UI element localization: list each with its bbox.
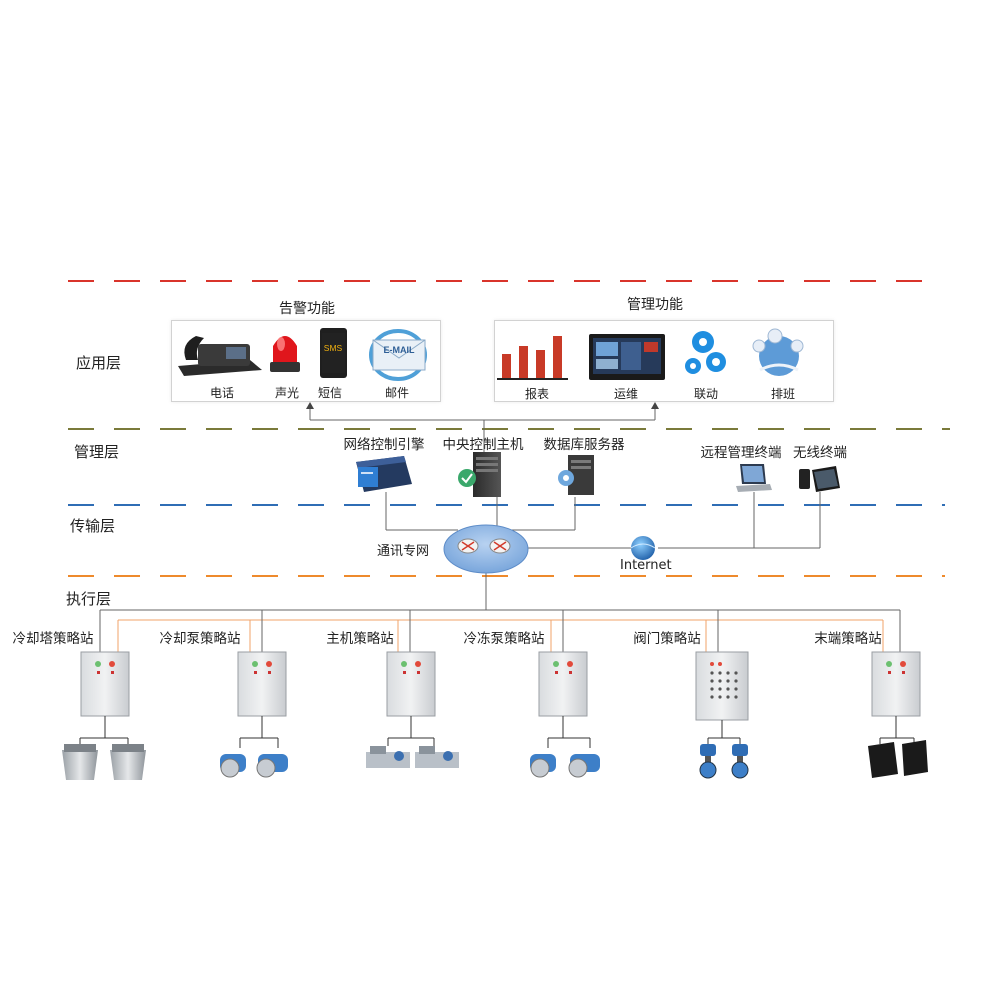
email-icon: E-MAIL (369, 329, 427, 381)
tablet-phone-icon (799, 466, 840, 492)
schedule-team-icon (752, 328, 804, 376)
db-label: 数据库服务器 (543, 437, 625, 453)
private-network-label: 通讯专网 (377, 544, 430, 559)
report-chart-icon (497, 336, 568, 380)
alarm-title: 告警功能 (279, 301, 335, 317)
cabinet-cooling-tower (80, 651, 130, 717)
arrow-up-alarm (306, 402, 314, 409)
layer-label-execution: 执行层 (66, 590, 112, 608)
station-label-chilled-pump: 冷冻泵策略站 (463, 631, 545, 647)
layer-label-management: 管理层 (74, 443, 120, 461)
sms-icon-text: SMS (324, 343, 343, 353)
linkage-gears-icon (685, 331, 726, 374)
arrow-up-management (651, 402, 659, 409)
cabinet-chiller (386, 651, 436, 717)
alarm-item-email: 邮件 (384, 386, 410, 400)
chilled-pump-icon (530, 754, 600, 778)
central-host-icon (458, 452, 501, 497)
alarm-item-sms: 短信 (317, 386, 343, 400)
chiller-unit-icon (366, 746, 459, 768)
network-engine-icon (356, 456, 412, 492)
terminal-unit-icon (868, 740, 928, 778)
cabinet-terminal (871, 651, 921, 717)
internet-label: Internet (620, 558, 672, 573)
alarm-light-icon (270, 336, 300, 372)
private-network-router-icon (443, 524, 529, 574)
valve-actuator-icon (699, 744, 749, 779)
cooling-tower-icon (62, 744, 146, 780)
email-icon-text: E-MAIL (384, 345, 415, 355)
database-server-icon (558, 455, 594, 495)
sms-icon: SMS (320, 328, 347, 378)
station-label-valve: 阀门策略站 (633, 631, 701, 647)
remote-terminal-label: 远程管理终端 (700, 445, 782, 461)
mgmt-item-report: 报表 (524, 387, 550, 401)
internet-globe-icon (630, 536, 656, 560)
cabinet-drop-lines (79, 716, 915, 748)
layer-label-application: 应用层 (76, 354, 122, 372)
alarm-item-light: 声光 (274, 386, 300, 400)
mgmt-item-linkage: 联动 (693, 387, 719, 401)
execution-bus (99, 609, 901, 652)
mgmt-item-schedule: 排班 (770, 387, 796, 401)
host-label: 中央控制主机 (442, 437, 524, 453)
mgmt-item-maintenance: 运维 (613, 387, 639, 401)
station-label-cooling-tower: 冷却塔策略站 (12, 631, 94, 647)
station-label-terminal: 末端策略站 (814, 631, 882, 647)
cabinet-cooling-pump (237, 651, 287, 717)
cabinet-chilled-pump (538, 651, 588, 717)
management-title: 管理功能 (627, 297, 683, 313)
station-label-chiller: 主机策略站 (326, 631, 394, 647)
maintenance-monitor-icon (589, 334, 665, 380)
phone-icon (178, 336, 262, 376)
station-label-cooling-pump: 冷却泵策略站 (159, 631, 241, 647)
layer-label-transport: 传输层 (70, 517, 116, 535)
wireless-terminal-label: 无线终端 (793, 445, 847, 461)
alarm-item-phone: 电话 (209, 386, 235, 400)
engine-label: 网络控制引擎 (343, 437, 425, 453)
cabinet-valve (695, 651, 749, 721)
cooling-pump-icon (220, 754, 288, 778)
laptop-icon (736, 464, 772, 492)
